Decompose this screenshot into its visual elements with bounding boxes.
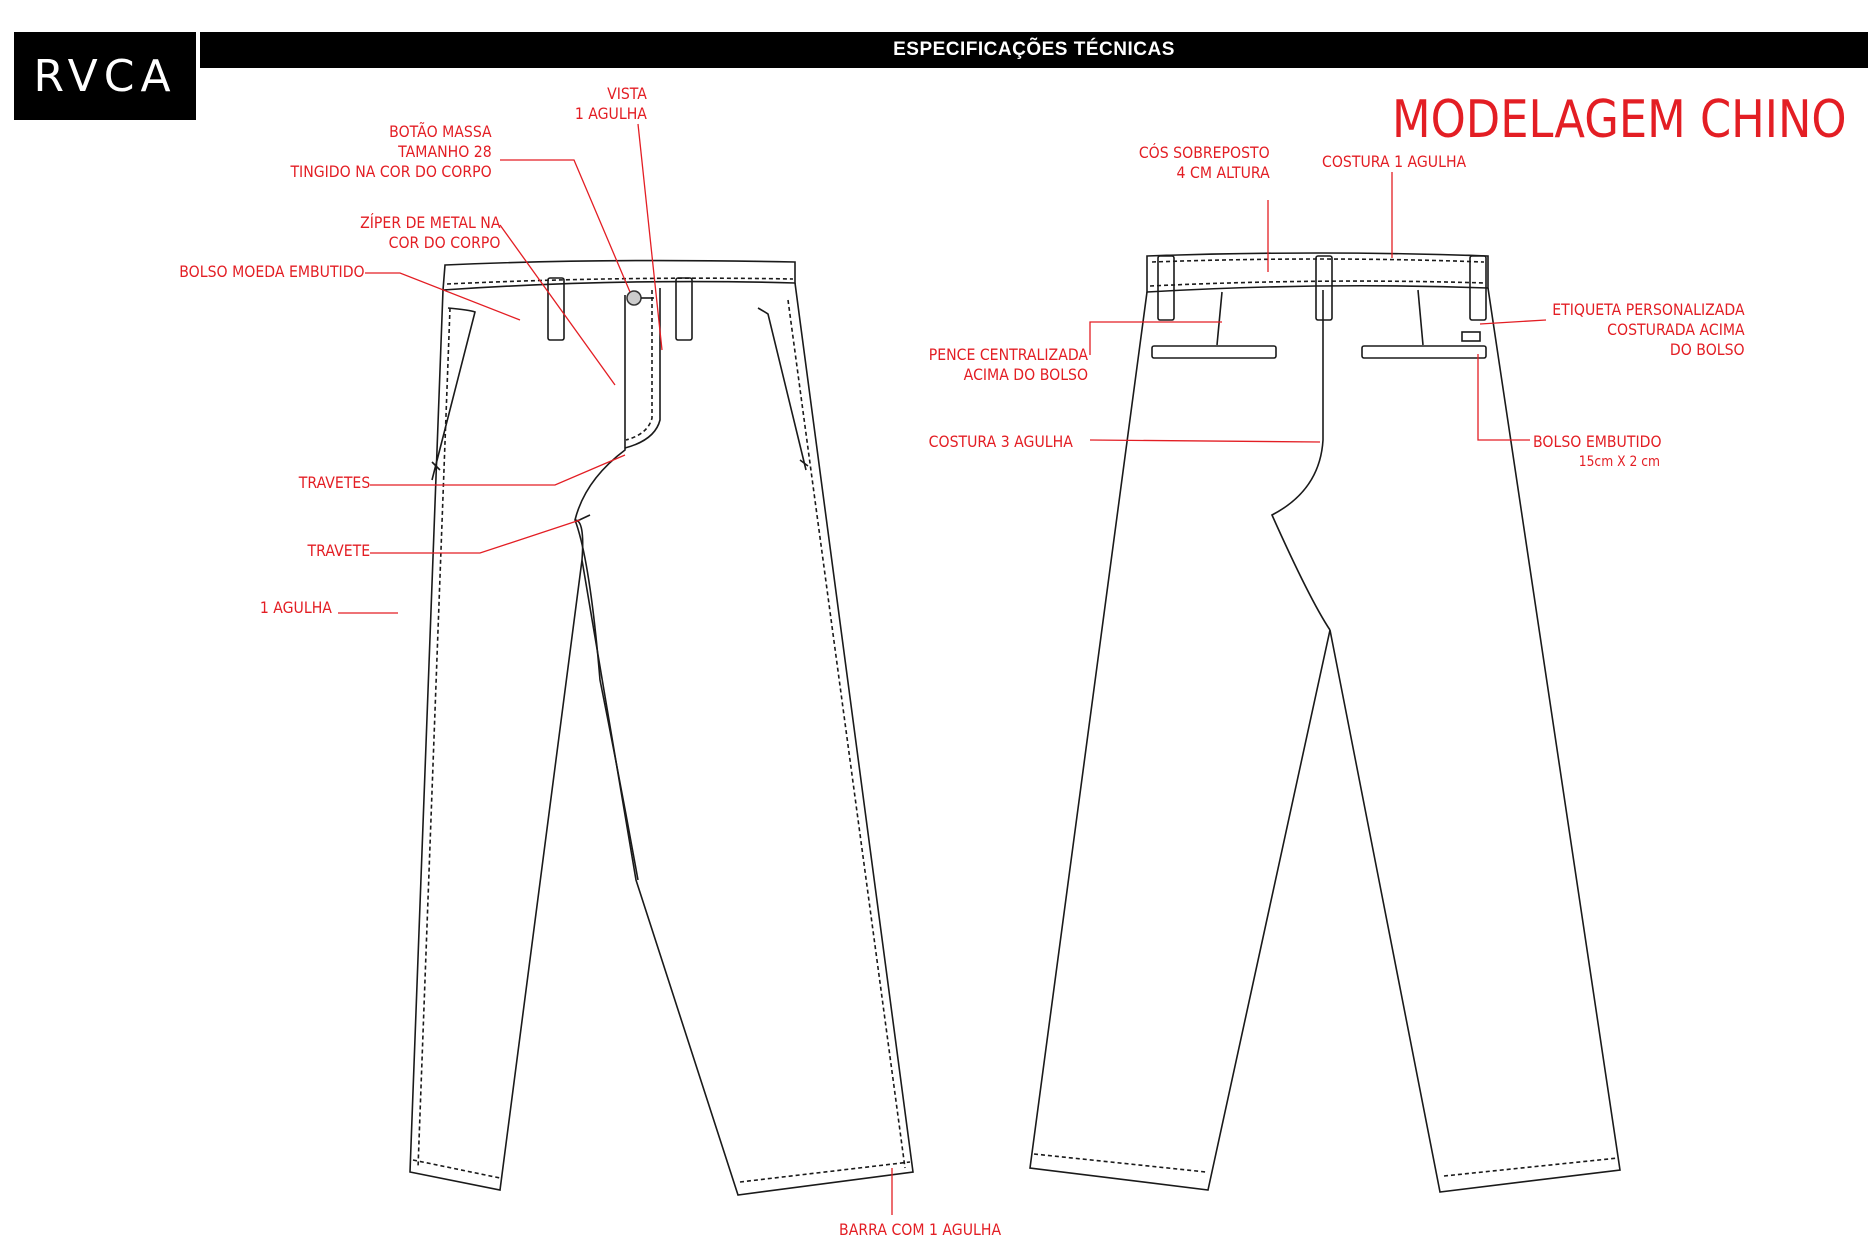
front-pants-drawing <box>409 259 914 1196</box>
label-costura-1: COSTURA 1 AGULHA <box>1322 152 1467 171</box>
front-right-pocket <box>757 307 807 471</box>
front-crotch-curve <box>574 295 639 881</box>
front-left-pocket <box>431 307 476 481</box>
back-dart-right <box>1417 289 1424 346</box>
model-title: MODELAGEM CHINO <box>1392 90 1847 150</box>
back-label-tag <box>1461 331 1481 342</box>
label-1-agulha: 1 AGULHA <box>259 598 332 617</box>
label-bolso-embutido: BOLSO EMBUTIDO 15cm X 2 cm <box>1533 432 1662 470</box>
back-belt-loop-2 <box>1315 255 1333 321</box>
front-belt-loop-1 <box>547 277 565 341</box>
back-belt-loop-3 <box>1469 255 1487 321</box>
rvca-logo: RVCA <box>14 32 196 120</box>
label-costura-3: COSTURA 3 AGULHA <box>928 432 1073 451</box>
label-travetes: TRAVETES <box>298 473 370 492</box>
front-belt-loop-2 <box>675 277 693 341</box>
front-outline <box>409 282 914 1196</box>
back-dart-left <box>1216 291 1223 346</box>
back-seat-seam <box>1270 290 1331 631</box>
header-title-bar: ESPECIFICAÇÕES TÉCNICAS <box>200 32 1868 68</box>
front-fly <box>624 288 661 449</box>
back-pocket-right <box>1361 345 1487 359</box>
back-waistband <box>1146 252 1489 293</box>
label-bolso-moeda: BOLSO MOEDA EMBUTIDO <box>179 262 365 281</box>
back-pocket-left <box>1151 345 1277 359</box>
leader-lines <box>338 123 1547 1215</box>
label-barra: BARRA COM 1 AGULHA <box>839 1220 1002 1239</box>
back-belt-loop-1 <box>1157 255 1175 321</box>
front-button <box>626 290 642 306</box>
back-pants-drawing <box>1029 252 1621 1193</box>
label-travete: TRAVETE <box>307 541 370 560</box>
back-outline <box>1029 287 1621 1193</box>
